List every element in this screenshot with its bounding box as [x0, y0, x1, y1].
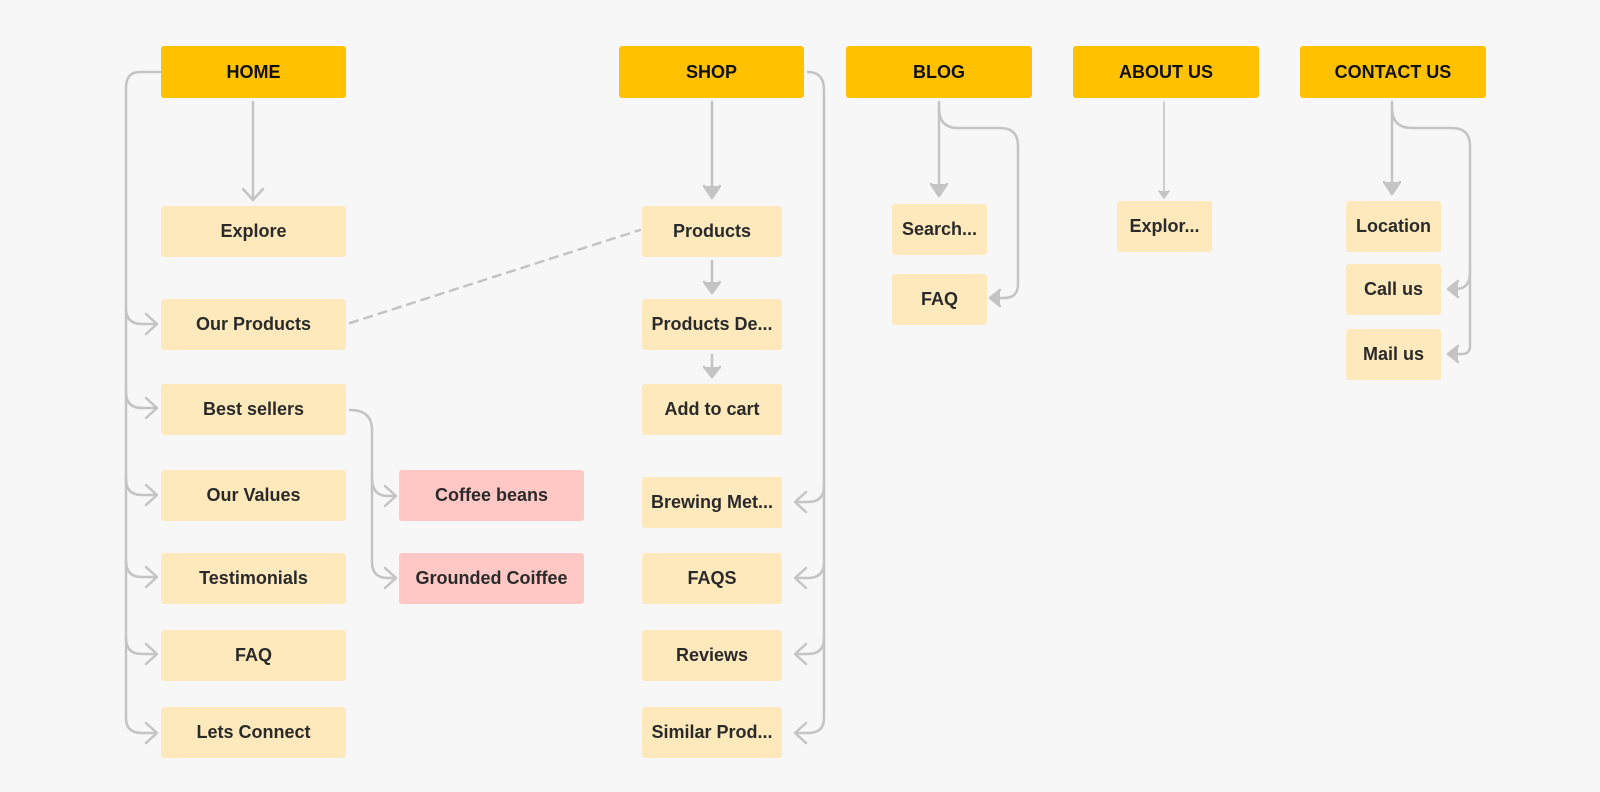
contact-item-call-us[interactable]: Call us — [1346, 264, 1441, 315]
home-item-our-values[interactable]: Our Values — [161, 470, 346, 521]
about-item-explore[interactable]: Explor... — [1117, 201, 1212, 252]
arrowhead-blog-search — [929, 182, 949, 198]
arrowhead-similar — [793, 721, 808, 745]
arrowhead-our-values — [144, 483, 159, 507]
connector-home-faq — [124, 636, 158, 656]
arrowhead-details-cart — [702, 365, 722, 379]
arrowhead-mailus — [1446, 344, 1460, 364]
connector-best-sellers-children — [348, 408, 398, 580]
arrowhead-best-sellers — [144, 396, 159, 420]
nav-shop[interactable]: SHOP — [619, 46, 804, 98]
arrowhead-grounded-coffee — [383, 566, 398, 590]
connector-contact-rail — [1390, 106, 1472, 356]
arrowhead-shop-products — [702, 184, 722, 200]
connector-home-best-sellers — [124, 390, 158, 410]
arrowhead-home-explore — [241, 187, 265, 202]
nav-blog[interactable]: BLOG — [846, 46, 1032, 98]
connector-shop-faqs — [794, 560, 826, 580]
arrowhead-contact-location — [1382, 180, 1402, 196]
best-sellers-item-grounded-coffee[interactable]: Grounded Coiffee — [399, 553, 584, 604]
arrowhead-about-explore — [1158, 190, 1170, 199]
contact-item-mail-us[interactable]: Mail us — [1346, 329, 1441, 380]
connector-shop-brewing — [794, 484, 826, 504]
connector-home-rail — [124, 70, 162, 735]
shop-item-products-details[interactable]: Products De... — [642, 299, 782, 350]
home-item-our-products[interactable]: Our Products — [161, 299, 346, 350]
connector-home-our-products — [124, 306, 158, 326]
arrowhead-brewing — [793, 490, 808, 514]
contact-item-location[interactable]: Location — [1346, 201, 1441, 252]
connector-home-our-values — [124, 477, 158, 497]
connector-blog-faq — [937, 106, 1020, 300]
shop-item-add-to-cart[interactable]: Add to cart — [642, 384, 782, 435]
home-item-explore[interactable]: Explore — [161, 206, 346, 257]
nav-home[interactable]: HOME — [161, 46, 346, 98]
connector-home-testimonials — [124, 559, 158, 579]
connector-dashed-products — [348, 228, 642, 325]
connector-shop-reviews — [794, 636, 826, 656]
best-sellers-item-coffee-beans[interactable]: Coffee beans — [399, 470, 584, 521]
shop-item-products[interactable]: Products — [642, 206, 782, 257]
arrowhead-our-products — [144, 312, 159, 336]
arrowhead-blog-faq — [988, 288, 1002, 308]
shop-item-similar-products[interactable]: Similar Prod... — [642, 707, 782, 758]
connector-shop-rail — [794, 70, 826, 735]
arrowhead-reviews — [793, 642, 808, 666]
home-item-faq[interactable]: FAQ — [161, 630, 346, 681]
connector-coffee-beans — [370, 476, 398, 498]
home-item-lets-connect[interactable]: Lets Connect — [161, 707, 346, 758]
arrowhead-testimonials — [144, 565, 159, 589]
arrowhead-products-details — [702, 280, 722, 295]
nav-contact-us[interactable]: CONTACT US — [1300, 46, 1486, 98]
shop-item-faqs[interactable]: FAQS — [642, 553, 782, 604]
arrowhead-faq — [144, 642, 159, 666]
nav-about-us[interactable]: ABOUT US — [1073, 46, 1259, 98]
home-item-best-sellers[interactable]: Best sellers — [161, 384, 346, 435]
blog-item-search[interactable]: Search... — [892, 204, 987, 255]
home-item-testimonials[interactable]: Testimonials — [161, 553, 346, 604]
arrowhead-faqs — [793, 566, 808, 590]
arrowhead-coffee-beans — [383, 484, 398, 508]
arrowhead-lets-connect — [144, 721, 159, 745]
shop-item-brewing-methods[interactable]: Brewing Met... — [642, 477, 782, 528]
shop-item-reviews[interactable]: Reviews — [642, 630, 782, 681]
blog-item-faq[interactable]: FAQ — [892, 274, 987, 325]
arrowhead-callus — [1446, 279, 1460, 299]
